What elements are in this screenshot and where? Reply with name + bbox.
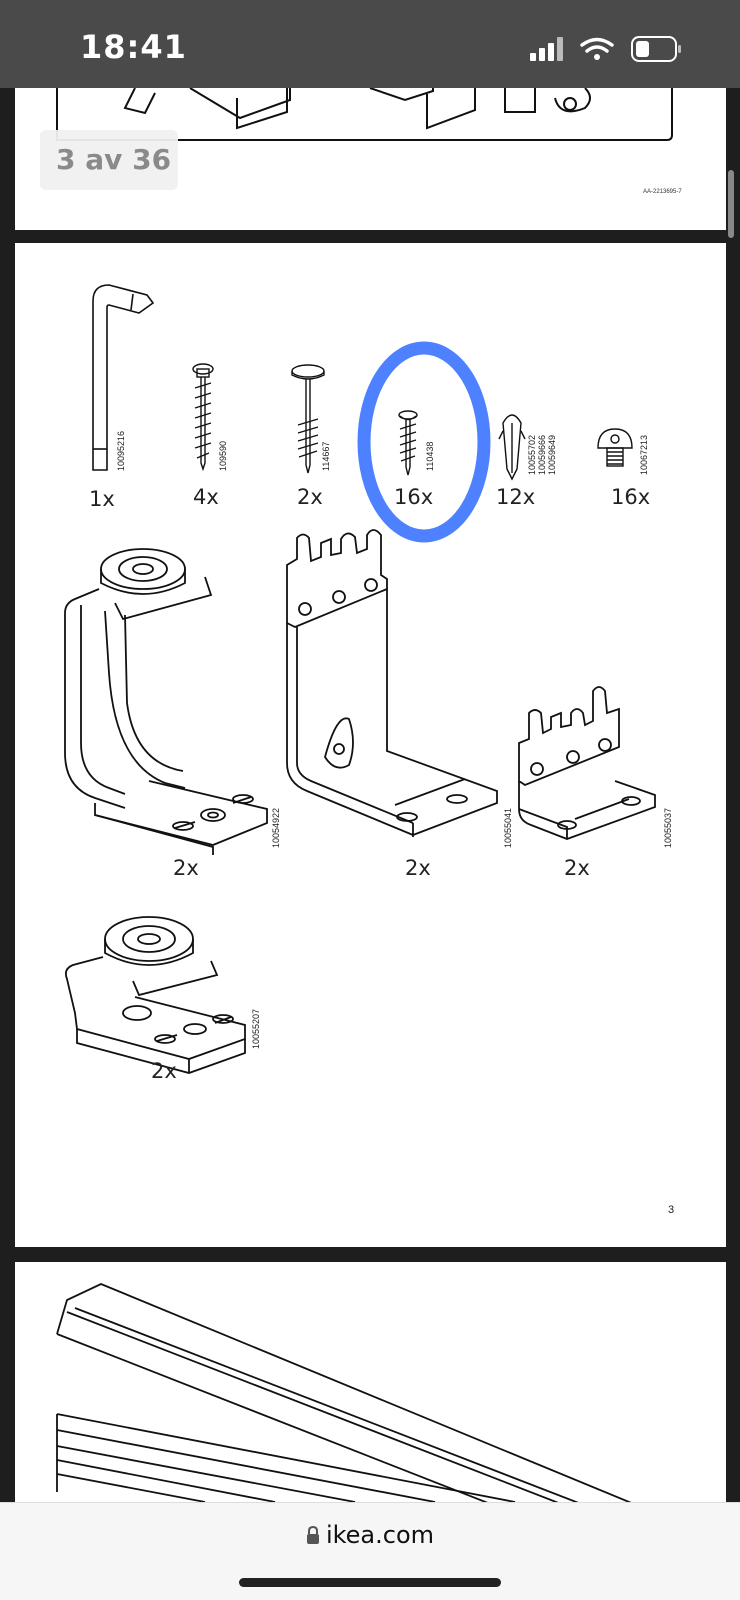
signal-icon [530,37,563,61]
part-quantity: 2x [405,856,431,880]
scrollbar[interactable] [728,170,734,238]
highlight-circle [357,341,491,543]
battery-icon [631,36,681,62]
part-code: 10067213 [639,434,649,475]
part-code: 10055207 [251,1008,261,1049]
parts-illustration [64,284,656,1074]
lock-icon [306,1526,319,1544]
part-quantity: 2x [564,856,590,880]
part-code: 114667 [321,441,331,471]
wall-plug-icon [498,414,526,481]
manual-page-4 [15,1262,726,1502]
part-code: 10055037 [663,807,673,848]
part-code: 10059666 [537,434,547,475]
part-quantity: 2x [297,485,323,509]
browser-address-bar[interactable]: ikea.com [0,1502,740,1600]
manual-page-3: 1x 4x 2x 16x 12x 16x 2x 2x 2x 2x 1009521… [15,243,726,1247]
small-roller-bracket-icon [64,916,246,1074]
page-indicator: 3 av 36 [40,130,178,190]
status-time: 18:41 [80,28,187,66]
small-bracket-icon [518,686,656,840]
home-indicator[interactable] [239,1578,501,1587]
rail-illustration [56,1283,632,1502]
part-quantity: 16x [611,485,651,509]
screw-icon [398,410,418,476]
part-code: 10055702 [527,434,537,475]
part-quantity: 12x [496,485,536,509]
status-bar: 18:41 [0,0,740,88]
part-quantity: 1x [89,487,115,511]
part-code: 10095216 [116,430,126,471]
part-quantity: 2x [151,1059,177,1083]
screw-icon [192,363,214,472]
part-quantity: 4x [193,485,219,509]
allen-key-icon [92,284,155,471]
part-quantity: 2x [173,856,199,880]
wall-bracket-icon [286,529,498,837]
document-code: AA-2213695-7 [643,189,682,195]
part-code: 110438 [425,441,435,471]
part-code: 10059649 [547,434,557,475]
screw-icon [291,364,325,474]
part-code: 109590 [218,440,228,471]
url-text: ikea.com [325,1521,435,1549]
status-icons [530,36,681,62]
roller-bracket-icon [64,548,268,855]
url-field[interactable]: ikea.com [0,1521,740,1549]
part-code: 10054922 [271,807,281,848]
page-number: 3 [668,1204,675,1216]
wifi-icon [580,37,614,60]
page-2-illustration [56,87,673,141]
part-code: 10055041 [503,807,513,848]
part-quantity: 16x [394,485,434,509]
bolt-icon [597,428,633,467]
